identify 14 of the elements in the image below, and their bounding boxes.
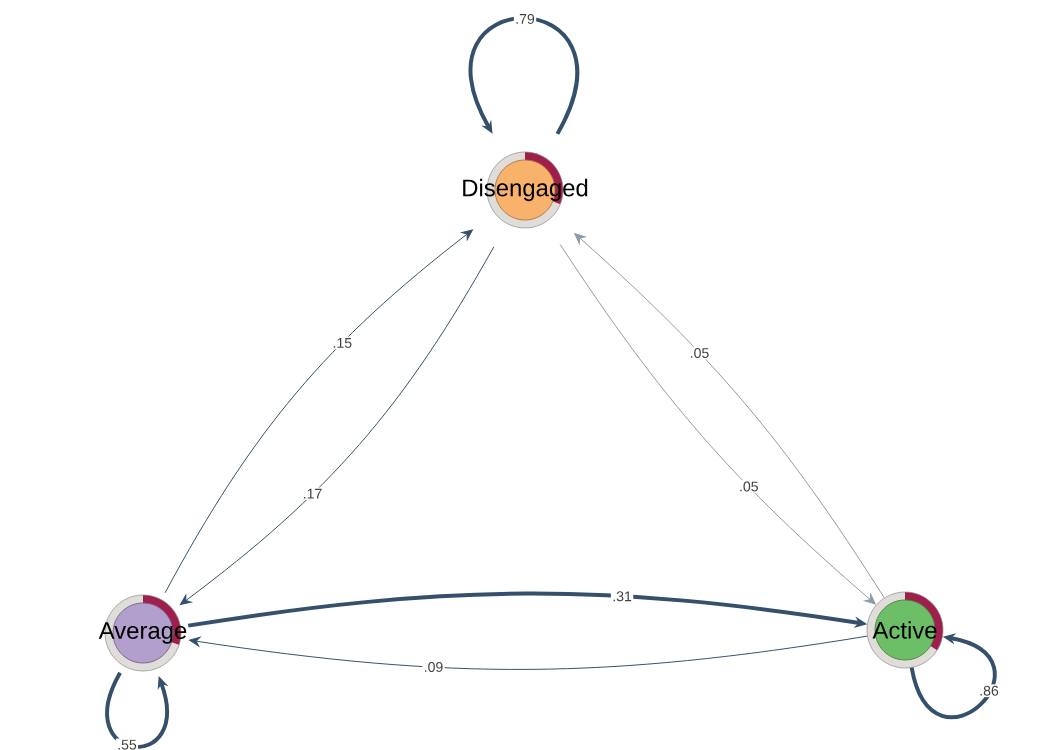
edge-label: .31 (613, 591, 632, 602)
edge-label: .79 (516, 13, 535, 24)
edge-label: .86 (980, 685, 999, 696)
arrow (164, 229, 473, 594)
arrow (179, 246, 495, 606)
edge-label: .09 (425, 662, 443, 672)
edge-label: .17 (304, 488, 322, 499)
edge-label: .15 (333, 338, 352, 348)
arrow (468, 16, 580, 135)
arrow (105, 671, 169, 749)
edge-label: .55 (118, 739, 137, 750)
edge-label: .05 (740, 481, 758, 492)
arrow (189, 635, 868, 670)
edge-label: .05 (691, 348, 709, 358)
